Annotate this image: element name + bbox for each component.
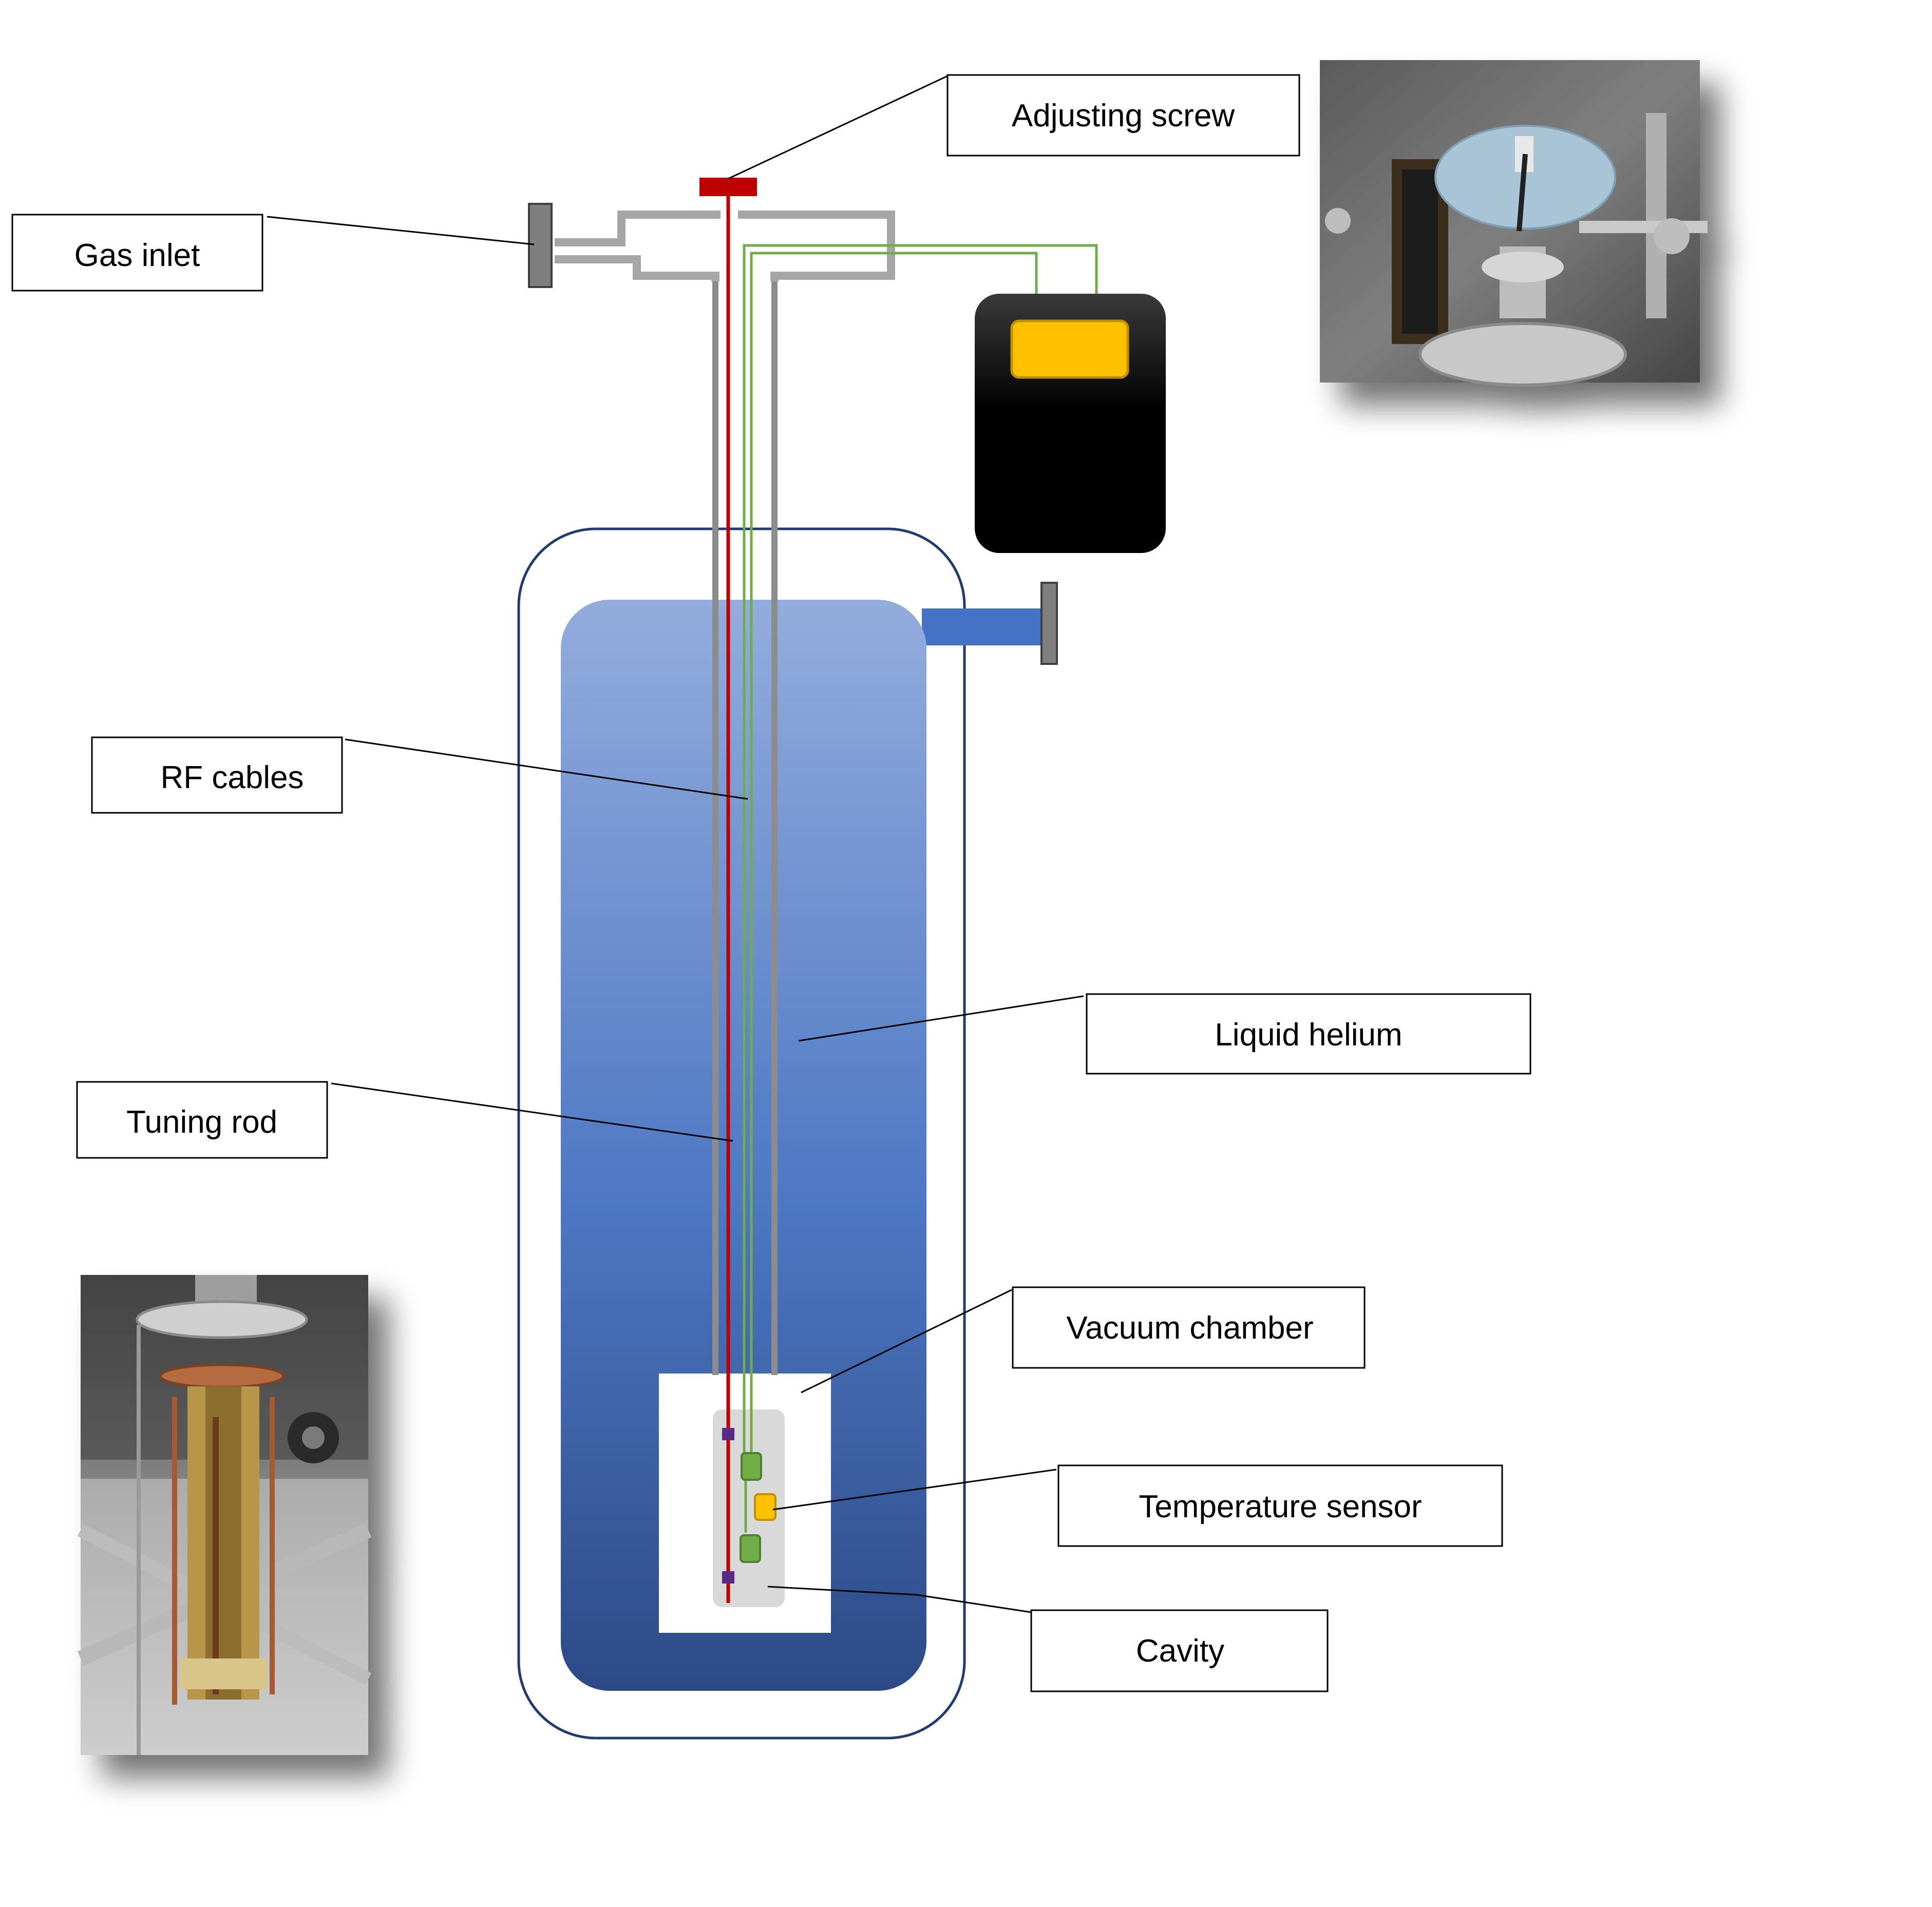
leader-gas-inlet <box>267 216 535 245</box>
temperature-sensor <box>754 1493 776 1521</box>
rf-coupler-bottom <box>740 1534 761 1563</box>
leader-rf-cables <box>345 738 748 800</box>
label-temperature-sensor: Temperature sensor <box>1139 1489 1422 1524</box>
photo-adjusting-screw-top <box>1320 60 1708 387</box>
rod-clamp-bottom <box>722 1571 734 1584</box>
adjusting-screw-head <box>699 178 757 196</box>
label-box-adjusting-screw <box>946 74 1300 157</box>
leader-temperature-sensor <box>772 1469 1057 1511</box>
outlet-pipe <box>922 608 1048 645</box>
cavity <box>713 1409 785 1607</box>
leader-liquid-helium <box>798 995 1084 1042</box>
leader-cavity <box>767 1586 1032 1613</box>
leader-lines <box>267 75 1084 1613</box>
leader-adjusting-screw <box>728 75 948 180</box>
label-vacuum-chamber: Vacuum chamber <box>1066 1310 1313 1346</box>
label-box-rf-cables <box>91 736 343 814</box>
insert-tube-left-wall <box>712 281 718 1375</box>
outlet-flange <box>1040 582 1058 665</box>
label-box-temperature-sensor <box>1057 1464 1503 1547</box>
insert-tube-right-wall <box>771 281 778 1375</box>
label-box-cavity <box>1030 1609 1329 1692</box>
label-box-gas-inlet <box>11 214 263 292</box>
rod-clamp-top <box>722 1428 734 1440</box>
label-adjusting-screw: Adjusting screw <box>1012 98 1235 134</box>
gas-inlet-flange <box>528 203 553 288</box>
label-box-vacuum-chamber <box>1012 1286 1366 1369</box>
readout-display <box>1010 319 1129 379</box>
dewar-outer-wall <box>517 527 966 1740</box>
label-box-liquid-helium <box>1086 993 1531 1075</box>
label-liquid-helium: Liquid helium <box>1215 1017 1402 1053</box>
label-box-tuning-rod <box>76 1081 328 1159</box>
label-cavity: Cavity <box>1136 1633 1224 1669</box>
leader-vacuum-chamber <box>801 1289 1012 1394</box>
label-rf-cables: RF cables <box>160 760 304 795</box>
leader-tuning-rod <box>331 1082 733 1142</box>
label-gas-inlet: Gas inlet <box>74 238 200 273</box>
rf-coupler-top <box>741 1452 762 1481</box>
photo-cavity-insert <box>77 1275 372 1755</box>
top-feedthrough <box>555 211 895 281</box>
label-tuning-rod: Tuning rod <box>126 1104 277 1140</box>
